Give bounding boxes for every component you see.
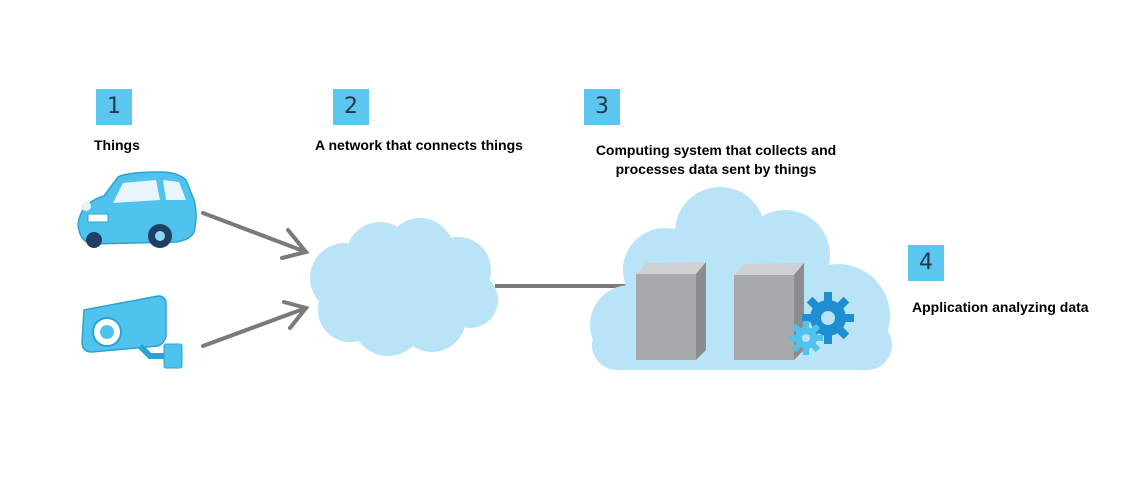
step-1-badge: 1 (96, 89, 132, 125)
step-2-badge: 2 (333, 89, 369, 125)
car-icon (77, 171, 197, 248)
step-1-label: Things (94, 137, 140, 153)
gear-icon (789, 292, 854, 355)
network-cloud-icon (310, 218, 498, 356)
step-4-label: Application analyzing data (912, 299, 1089, 315)
arrow-camera-to-network (201, 300, 310, 348)
step-3-label: Computing system that collects and proce… (595, 142, 837, 177)
step-3-badge: 3 (584, 89, 620, 125)
security-camera-icon (81, 295, 183, 369)
arrow-car-to-network (201, 211, 310, 260)
server-icon (636, 262, 804, 360)
step-4-badge: 4 (908, 245, 944, 281)
step-2-label: A network that connects things (315, 137, 523, 153)
